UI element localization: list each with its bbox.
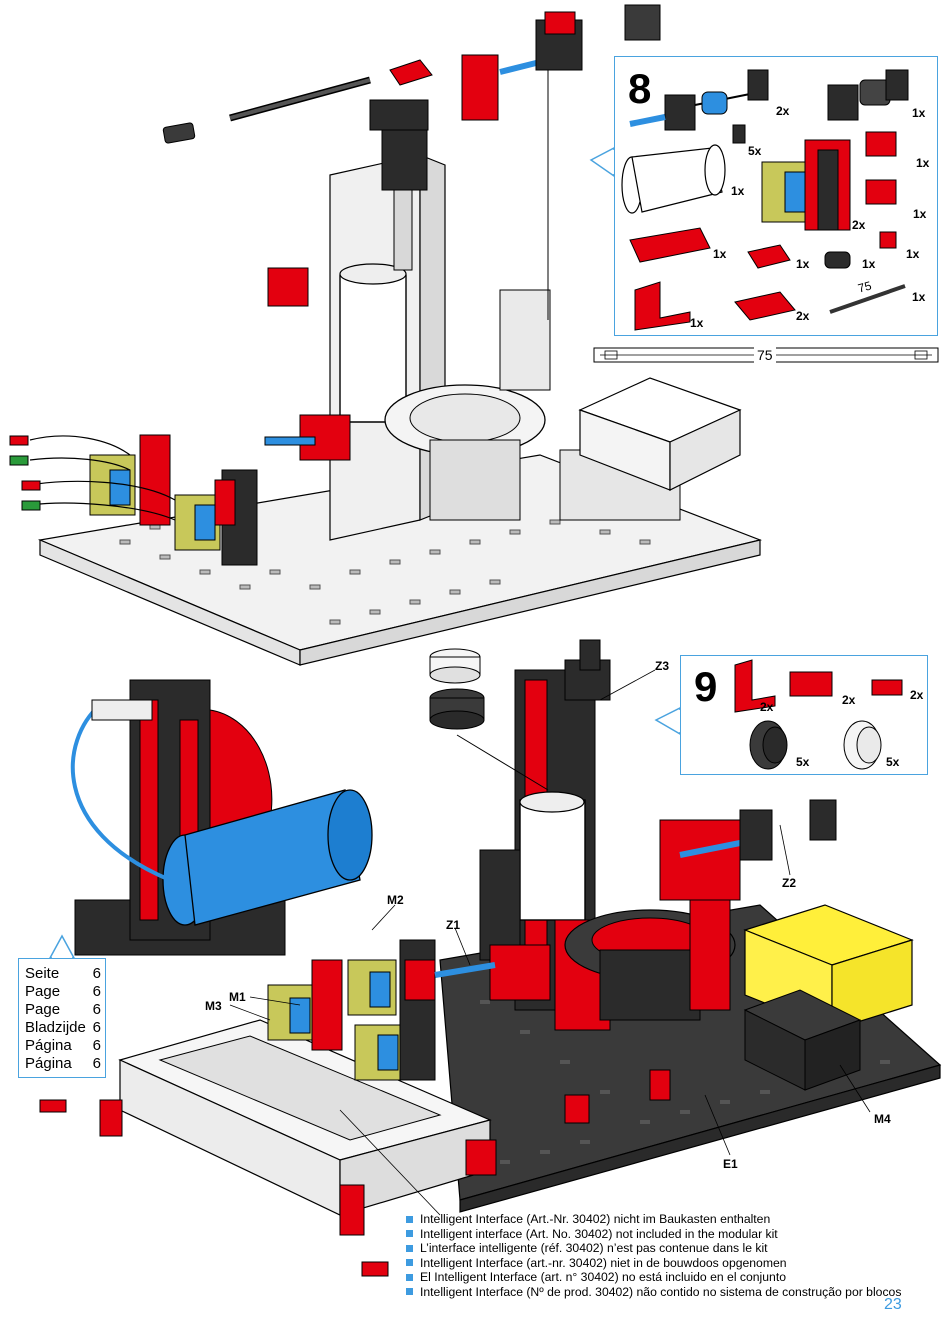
- bottom-valves: [267, 939, 551, 1081]
- reference-label: Página: [25, 1055, 72, 1072]
- bottom-compressor: [70, 679, 373, 956]
- top-exploded-cylinder: [162, 4, 661, 320]
- part-quantity: 1x: [912, 106, 926, 120]
- part-quantity: 2x: [776, 104, 790, 118]
- part-quantity: 1x: [713, 247, 727, 261]
- reference-page: 6: [92, 1001, 101, 1018]
- part-quantity: 2x: [842, 693, 856, 707]
- page-reference-row: Página 6: [25, 1055, 101, 1073]
- reference-page: 6: [92, 1037, 101, 1054]
- reference-page: 6: [92, 965, 101, 982]
- part-quantity: 5x: [796, 755, 810, 769]
- part-quantity: 1x: [731, 184, 745, 198]
- bullet-icon: [406, 1288, 413, 1296]
- label-e1: E1: [723, 1157, 738, 1171]
- page-number: 23: [884, 1296, 902, 1313]
- reference-label: Bladzijde: [25, 1019, 86, 1036]
- note-item: Intelligent Interface (Nº de prod. 30402…: [406, 1285, 946, 1300]
- part-quantity: 5x: [748, 144, 762, 158]
- note-text: Intelligent Interface (art.-nr. 30402) n…: [420, 1255, 787, 1270]
- top-valves: [9, 414, 351, 566]
- note-text: Intelligent Interface (Art.-Nr. 30402) n…: [420, 1212, 771, 1226]
- step-8-box: [614, 56, 938, 336]
- label-m2: M2: [387, 893, 404, 907]
- bullet-icon: [406, 1273, 413, 1281]
- bottom-feet: [39, 1069, 671, 1277]
- part-quantity: 1x: [913, 207, 927, 221]
- part-quantity: 2x: [852, 218, 866, 232]
- part-quantity: 1x: [862, 257, 876, 271]
- label-m3: M3: [205, 999, 222, 1013]
- part-quantity: 5x: [886, 755, 900, 769]
- page-reference-row: Page 6: [25, 1001, 101, 1019]
- part-quantity: 1x: [906, 247, 920, 261]
- reference-page: 6: [92, 1055, 101, 1072]
- note-text: Intelligent Interface (Nº de prod. 30402…: [420, 1284, 902, 1299]
- page-reference-row: Seite 6: [25, 965, 101, 983]
- label-z2: Z2: [782, 876, 797, 890]
- bullet-icon: [406, 1259, 413, 1267]
- part-quantity: 2x: [910, 688, 924, 702]
- page-reference-box: Seite 6 Page 6 Page 6 Bladzijde 6 Página…: [18, 958, 106, 1078]
- note-item: L’interface intelligente (réf. 30402) n’…: [406, 1241, 946, 1256]
- step-number: 9: [694, 663, 718, 710]
- reference-label: Page: [25, 983, 61, 1000]
- note-text: Intelligent interface (Art. No. 30402) n…: [420, 1226, 778, 1241]
- note-item: Intelligent Interface (Art.-Nr. 30402) n…: [406, 1212, 946, 1227]
- bottom-right-cylinder: [659, 799, 837, 901]
- step-number: 8: [628, 65, 652, 112]
- note-item: Intelligent Interface (art.-nr. 30402) n…: [406, 1256, 946, 1271]
- step9-parts: [734, 659, 903, 770]
- ruler-label: 75: [754, 347, 776, 363]
- part-quantity: 2x: [796, 309, 810, 323]
- page-reference-row: Página 6: [25, 1037, 101, 1055]
- note-item: Intelligent interface (Art. No. 30402) n…: [406, 1227, 946, 1242]
- page-reference-row: Bladzijde 6: [25, 1019, 101, 1037]
- label-z1: Z1: [446, 918, 461, 932]
- label-leaders: [229, 669, 871, 1216]
- part-quantity: 2x: [760, 700, 774, 714]
- bullet-icon: [406, 1215, 413, 1223]
- part-quantity: 1x: [916, 156, 930, 170]
- reference-page: 6: [92, 983, 101, 1000]
- bullet-icon: [406, 1244, 413, 1252]
- reference-label: Page: [25, 1001, 61, 1018]
- reference-label: Página: [25, 1037, 72, 1054]
- bottom-wheels: [429, 648, 549, 791]
- bullet-icon: [406, 1230, 413, 1238]
- step8-parts: [621, 69, 909, 331]
- part-quantity: 1x: [912, 290, 926, 304]
- part-quantity: 1x: [690, 316, 704, 330]
- step-9-box: [680, 655, 928, 775]
- reference-page: 6: [92, 1019, 101, 1036]
- reference-label: Seite: [25, 965, 60, 982]
- top-storage-box: [578, 377, 742, 491]
- bottom-turntable: [564, 899, 736, 1021]
- note-item: El Intelligent Interface (art. n° 30402)…: [406, 1270, 946, 1285]
- label-z3: Z3: [655, 659, 670, 673]
- bottom-interface-box: [118, 1019, 492, 1216]
- interface-notes: Intelligent Interface (Art.-Nr. 30402) n…: [406, 1212, 946, 1299]
- page-reference-row: Page 6: [25, 983, 101, 1001]
- bottom-punch: [743, 989, 862, 1091]
- label-m4: M4: [874, 1112, 891, 1126]
- note-text: El Intelligent Interface (art. n° 30402)…: [420, 1270, 786, 1284]
- label-m1: M1: [229, 990, 246, 1004]
- top-tower: [267, 99, 446, 541]
- part-quantity: 1x: [796, 257, 810, 271]
- top-rotary-table: [384, 289, 681, 521]
- note-text: L’interface intelligente (réf. 30402) n’…: [420, 1241, 768, 1255]
